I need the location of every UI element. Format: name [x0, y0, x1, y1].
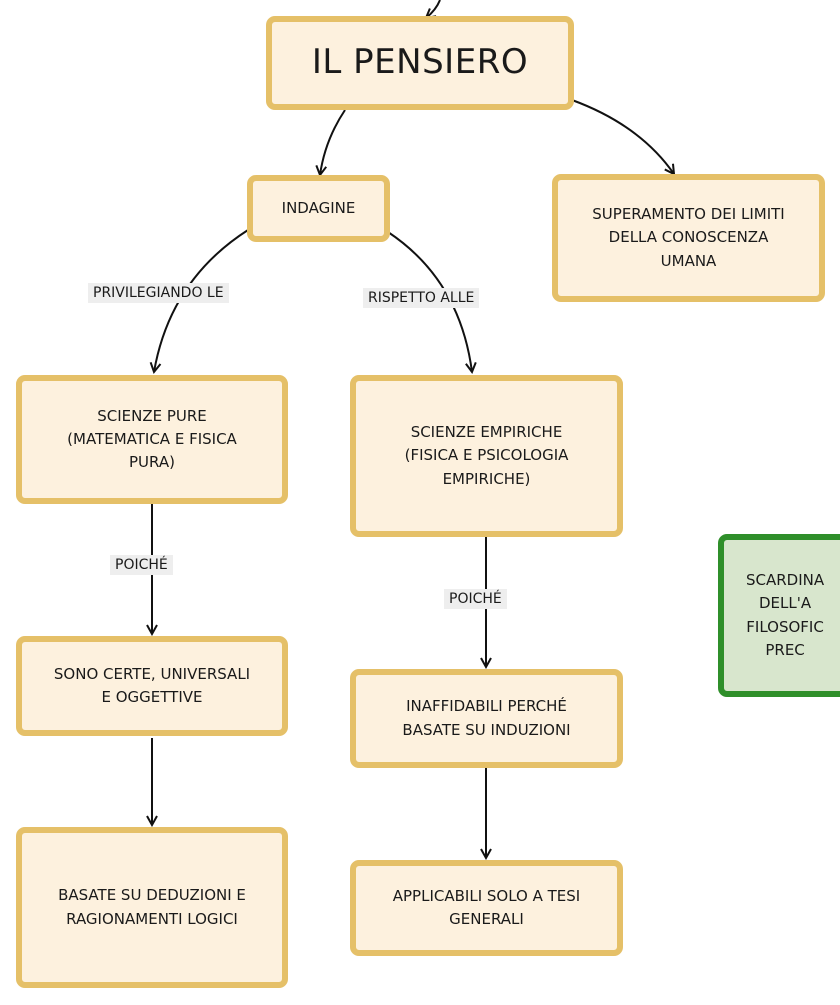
- node-basate-deduzioni: BASATE SU DEDUZIONI E RAGIONAMENTI LOGIC…: [16, 827, 288, 988]
- node-scienze-empiriche: SCIENZE EMPIRICHE (FISICA E PSICOLOGIA E…: [350, 375, 623, 537]
- node-scienze-pure: SCIENZE PURE (MATEMATICA E FISICA PURA): [16, 375, 288, 504]
- node-inaffidabili: INAFFIDABILI PERCHÉ BASATE SU INDUZIONI: [350, 669, 623, 768]
- node-inaffidabili-text: INAFFIDABILI PERCHÉ BASATE SU INDUZIONI: [402, 697, 571, 739]
- edge-label-rispetto: RISPETTO ALLE: [363, 288, 480, 309]
- node-sono-certe: SONO CERTE, UNIVERSALI E OGGETTIVE: [16, 636, 288, 736]
- edge-label-poiche-left: POICHÉ: [110, 555, 173, 576]
- node-scienze-empiriche-text: SCIENZE EMPIRICHE (FISICA E PSICOLOGIA E…: [404, 423, 569, 488]
- node-superamento-text: SUPERAMENTO DEI LIMITI DELLA CONOSCENZA …: [592, 205, 785, 270]
- node-superamento: SUPERAMENTO DEI LIMITI DELLA CONOSCENZA …: [552, 174, 825, 302]
- edge-label-privilegiando: PRIVILEGIANDO LE: [88, 283, 229, 304]
- arrow-pensiero-superamento: [571, 99, 674, 174]
- node-indagine: INDAGINE: [247, 175, 390, 242]
- node-indagine-text: INDAGINE: [281, 198, 356, 217]
- arrow-pensiero-indagine: [320, 109, 346, 175]
- node-applicabili-text: APPLICABILI SOLO A TESI GENERALI: [392, 886, 581, 928]
- edge-label-poiche-right: POICHÉ: [444, 589, 507, 610]
- node-il-pensiero: IL PENSIERO: [266, 16, 574, 110]
- node-applicabili: APPLICABILI SOLO A TESI GENERALI: [350, 860, 623, 956]
- node-scardina-text: SCARDINA DELL'A FILOSOFIC PREC: [746, 571, 825, 659]
- node-basate-deduzioni-text: BASATE SU DEDUZIONI E RAGIONAMENTI LOGIC…: [58, 886, 246, 928]
- node-scienze-pure-text: SCIENZE PURE (MATEMATICA E FISICA PURA): [67, 406, 237, 472]
- node-il-pensiero-text: IL PENSIERO: [311, 42, 529, 83]
- node-scardina: SCARDINA DELL'A FILOSOFIC PREC: [718, 534, 840, 697]
- node-sono-certe-text: SONO CERTE, UNIVERSALI E OGGETTIVE: [53, 664, 251, 706]
